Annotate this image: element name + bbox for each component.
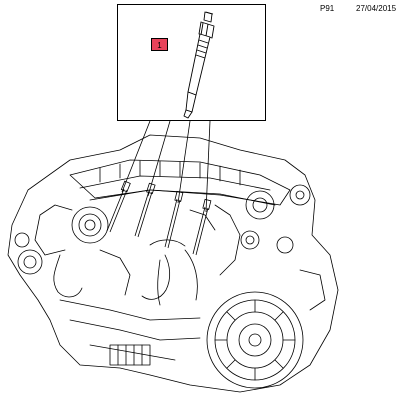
glow-plug-shank-icon [187,33,211,96]
flywheel [206,291,304,389]
glow-plugs-installed [106,180,212,256]
pulley-right [289,184,311,206]
glow-plug-1 [106,180,131,233]
callout-leaders [121,120,211,213]
pulley-upper [245,190,275,220]
callout-number-tag: 1 [151,38,168,51]
page-date: 27/04/2015 [356,4,397,13]
cylinder-head [69,159,291,206]
glow-plug-tip-icon [183,109,193,119]
engine-outline [7,134,339,393]
page-code: P91 [320,4,335,13]
glow-plug-2 [134,182,156,238]
turbo-housing [71,206,109,244]
